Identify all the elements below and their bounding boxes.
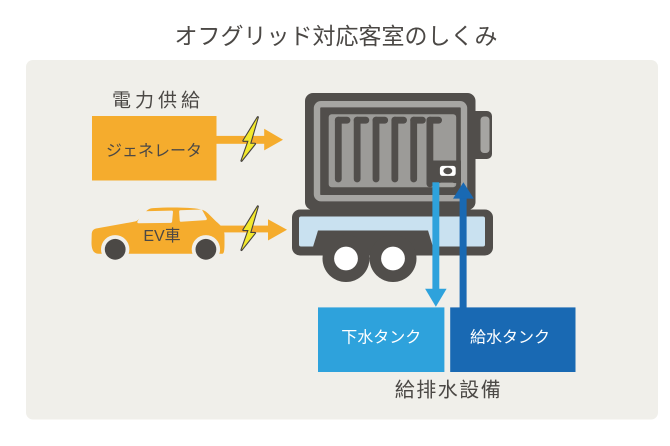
svg-text:電力供給: 電力供給 (112, 90, 204, 112)
svg-text:ジェネレータ: ジェネレータ (106, 142, 202, 160)
svg-text:給排水設備: 給排水設備 (395, 379, 503, 402)
svg-text:給水タンク: 給水タンク (470, 329, 550, 347)
svg-text:EV車: EV車 (143, 227, 180, 245)
svg-text:オフグリッド対応客室のしくみ: オフグリッド対応客室のしくみ (175, 23, 498, 49)
svg-text:下水タンク: 下水タンク (341, 329, 421, 347)
